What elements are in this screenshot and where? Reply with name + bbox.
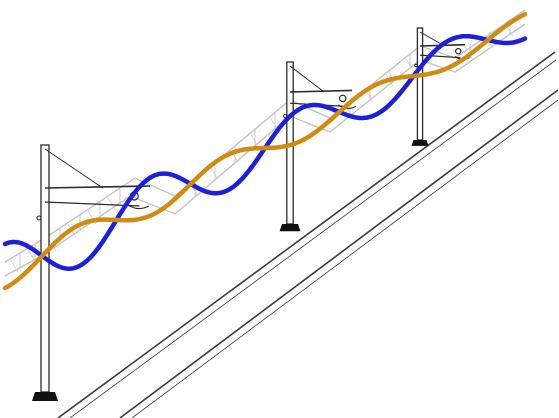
pole-bracket <box>414 63 418 68</box>
blue-wave <box>2 33 528 271</box>
cantilever-arm <box>44 185 151 189</box>
masts <box>32 27 470 401</box>
mast-footing <box>32 392 58 401</box>
mast-pole <box>40 144 50 393</box>
catenary-wires <box>4 9 526 277</box>
rail-right <box>119 89 559 418</box>
pole-bracket <box>283 113 288 119</box>
register-arm <box>419 54 461 59</box>
mast-pole <box>416 27 424 141</box>
insulator-fitting <box>455 48 462 55</box>
orange-wave <box>2 12 528 291</box>
stay-wire <box>289 65 325 93</box>
railway-track <box>57 51 559 418</box>
stay-wire <box>44 148 104 189</box>
steady-arm <box>338 104 357 109</box>
mast-far <box>411 27 470 146</box>
rail-right-inner <box>131 99 559 418</box>
mast-footing <box>411 140 429 146</box>
steady-arm <box>126 203 150 210</box>
insulator-fitting <box>338 94 347 103</box>
dropper-wires <box>19 20 511 268</box>
pole-bracket <box>36 215 42 221</box>
rail-left <box>57 51 556 418</box>
mast-footing <box>279 224 301 232</box>
rail-left-inner <box>69 59 557 418</box>
cantilever-arm <box>289 89 353 93</box>
mast-near <box>32 144 151 401</box>
